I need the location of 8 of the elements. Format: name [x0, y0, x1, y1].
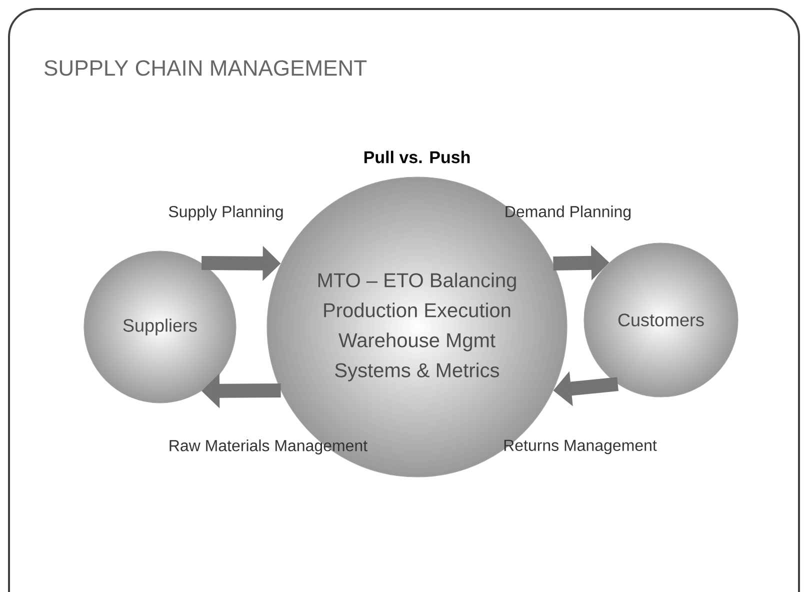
- node-label: Pull vs. Push: [364, 150, 470, 164]
- edge-label: Raw Materials Management: [170, 440, 368, 454]
- circle-node: Customers: [584, 242, 738, 398]
- edge-label: Supply Planning: [168, 206, 283, 220]
- title: SUPPLY CHAIN MANAGEMENT: [44, 60, 367, 76]
- edge-label: Returns Management: [504, 440, 657, 454]
- edge-label: Demand Planning: [506, 206, 631, 220]
- circle-node: Suppliers: [84, 250, 236, 404]
